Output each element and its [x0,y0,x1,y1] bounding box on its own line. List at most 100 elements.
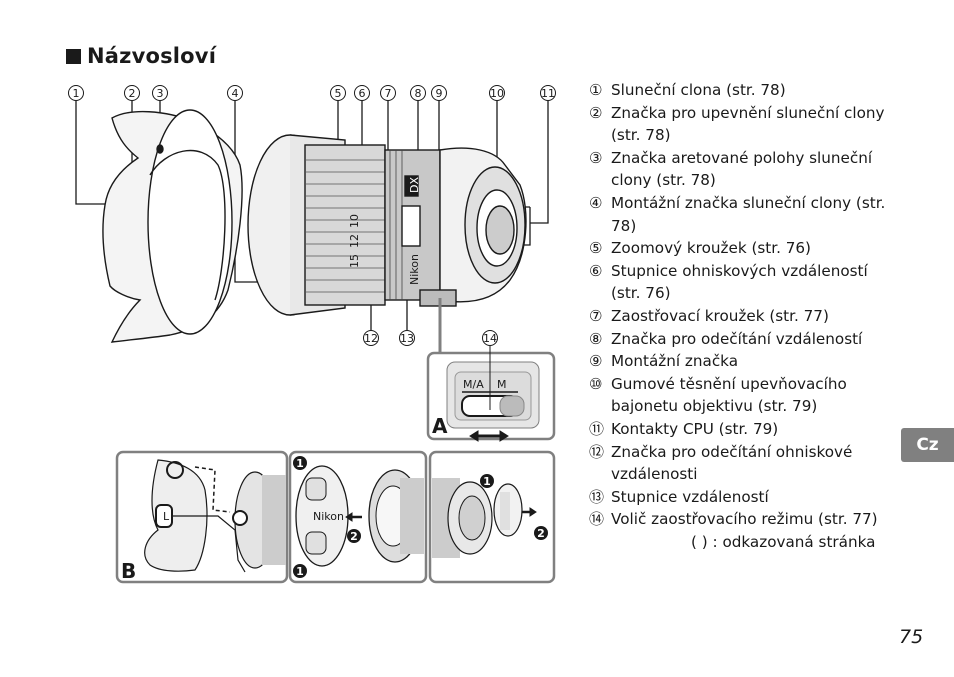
legend-num: ⑬ [589,487,605,506]
legend-item: ⑫ Značka pro odečítání ohniskové vzdáleno… [589,441,899,486]
legend-num: ② [589,103,603,122]
legend-num: ⑨ [589,352,603,371]
legend-num: ⑩ [589,374,603,393]
legend-item: ② Značka pro upevnění sluneční clony (str… [589,102,899,147]
legend-num: ③ [589,148,603,167]
page-title: Názvosloví [66,44,216,68]
panel-a-label: A [432,414,448,438]
page-number: 75 [899,626,924,648]
legend-item: ⑧ Značka pro odečítání vzdáleností [589,328,899,351]
legend-text: Volič zaostřovacího režimu (str. 77) [611,510,878,529]
legend-text: Značka pro upevnění sluneční clony (str.… [611,103,885,145]
switch-label-ma: M/A [463,378,484,391]
legend-item: ⑥ Stupnice ohniskových vzdáleností (str. … [589,260,899,305]
legend-item: ⑪ Kontakty CPU (str. 79) [589,418,899,441]
language-tab: Cz [901,428,954,462]
legend-item: ④ Montážní značka sluneční clony (str. 78… [589,192,899,237]
panel-b-label: B [121,559,136,583]
legend-num: ⑥ [589,261,603,280]
legend-num: ⑭ [589,510,605,529]
switch-label-m: M [497,378,507,391]
callout-1: 1 [68,85,84,101]
rear-step-2: 2 [537,527,545,540]
svg-text:6: 6 [359,87,366,100]
svg-text:7: 7 [385,87,392,100]
legend-text: Značka pro odečítání ohniskové vzdálenos… [611,442,853,484]
legend-text: Montážní značka [611,352,739,371]
legend-item: ⑦ Zaostřovací kroužek (str. 77) [589,305,899,328]
svg-text:1: 1 [73,87,80,100]
legend-item: ⑤ Zoomový kroužek (str. 76) [589,237,899,260]
callout-4: 4 [227,85,243,101]
lens-brand: Nikon [408,254,421,285]
panel-front-cap [288,450,428,584]
svg-text:5: 5 [335,87,342,100]
svg-text:11: 11 [541,87,555,100]
dx-badge: DX [408,177,421,193]
svg-text:9: 9 [436,87,443,100]
hood-mark-l: L [163,510,170,523]
legend-item: ⑬ Stupnice vzdáleností [589,486,899,509]
callout-6: 6 [354,85,370,101]
panel-b [115,450,289,584]
callout-9: 9 [431,85,447,101]
legend-text: Značka pro odečítání vzdáleností [611,329,863,348]
legend-num: ⑪ [589,419,605,438]
lens-hood [102,109,243,343]
callout-2: 2 [124,85,140,101]
svg-text:3: 3 [157,87,164,100]
legend-num: ④ [589,193,603,212]
panel-a [426,346,556,442]
legend-text: Stupnice ohniskových vzdáleností (str. 7… [611,261,868,303]
legend-text: Stupnice vzdáleností [611,487,769,506]
focal-mark-12: 12 [348,234,361,248]
legend-num: ⑫ [589,442,605,461]
callout-5: 5 [330,85,346,101]
step-2: 2 [350,530,358,543]
svg-text:12: 12 [364,332,378,345]
svg-text:4: 4 [232,87,239,100]
svg-text:13: 13 [400,332,414,345]
legend-item: ① Sluneční clona (str. 78) [589,79,899,102]
page-title-text: Názvosloví [87,44,217,68]
legend-note: ( ) : odkazovaná stránka [691,532,876,551]
step-1-top: 1 [296,457,304,470]
step-1-bottom: 1 [296,565,304,578]
legend-item: ③ Značka aretované polohy sluneční clony … [589,147,899,192]
svg-text:10: 10 [490,87,504,100]
callout-12: 12 [363,330,379,346]
callout-10: 10 [489,85,505,101]
title-square-icon [66,48,81,64]
callout-3: 3 [152,85,168,101]
legend-text: Montážní značka sluneční clony (str. 78) [611,193,886,235]
focal-mark-10: 10 [348,214,361,228]
legend-num: ① [589,81,603,99]
rear-step-1: 1 [483,475,491,488]
legend-num: ⑦ [589,306,603,325]
callout-13: 13 [399,330,415,346]
svg-text:2: 2 [129,87,136,100]
legend-text: Zaostřovací kroužek (str. 77) [611,306,829,325]
legend-text: Gumové těsnění upevňovacího bajonetu obj… [611,374,847,416]
legend-text: Kontakty CPU (str. 79) [611,419,779,438]
parts-legend: ① Sluneční clona (str. 78) ② Značka pro up… [589,79,899,553]
callout-14: 14 [482,330,498,346]
front-cap-brand: Nikon [313,510,344,523]
legend-text: Sluneční clona (str. 78) [611,81,786,99]
svg-text:8: 8 [415,87,422,100]
callout-11: 11 [540,85,556,101]
legend-item: ⑩ Gumové těsnění upevňovacího bajonetu ob… [589,373,899,418]
legend-num: ⑤ [589,239,603,258]
legend-item: ⑨ Montážní značka [589,350,899,373]
lens-body [247,134,527,355]
callout-7: 7 [380,85,396,101]
legend-item: ⑭ Volič zaostřovacího režimu (str. 77) [589,508,899,531]
panel-rear-cap [428,450,556,584]
callout-8: 8 [410,85,426,101]
legend-text: Značka aretované polohy sluneční clony (… [611,148,873,190]
focal-mark-15: 15 [348,254,361,268]
legend-text: Zoomový kroužek (str. 76) [611,239,811,258]
svg-text:14: 14 [483,332,497,345]
legend-num: ⑧ [589,329,603,348]
